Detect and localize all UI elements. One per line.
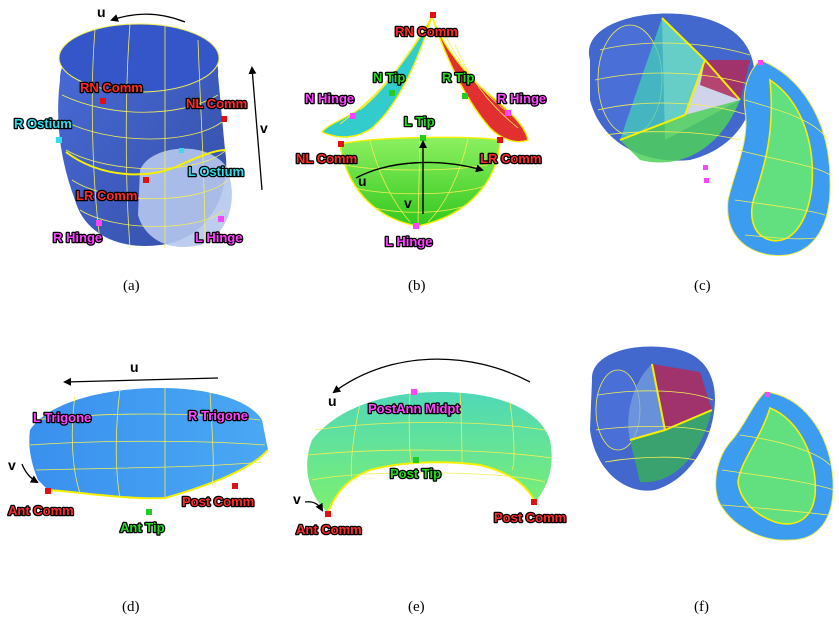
n-hinge-marker bbox=[350, 113, 356, 119]
mitral-valve-view bbox=[703, 59, 831, 257]
r-hinge-marker bbox=[505, 110, 511, 116]
n-tip-marker bbox=[389, 90, 395, 96]
panel-c: (c) bbox=[588, 13, 831, 294]
post-comm-marker bbox=[232, 483, 238, 489]
v-axis-arrow bbox=[248, 66, 263, 191]
ant-tip-marker bbox=[146, 509, 152, 515]
aortic-valve-view bbox=[588, 13, 755, 163]
ant-comm-marker bbox=[325, 511, 331, 517]
v-axis-label: v bbox=[404, 195, 412, 211]
u-axis-arrow bbox=[332, 358, 531, 394]
u-axis-label: u bbox=[130, 359, 139, 375]
panel-a-caption: (a) bbox=[123, 278, 140, 294]
rn-comm-marker bbox=[430, 12, 436, 18]
panel-d: u v L Trigone R Trigone Ant Comm Post Co… bbox=[7, 359, 269, 615]
panel-b: u v RN Comm N Tip R Tip N Hinge R Hinge … bbox=[295, 12, 547, 294]
rn-comm-label: RN Comm bbox=[80, 80, 143, 95]
l-tip-marker bbox=[420, 135, 426, 141]
lr-comm-marker bbox=[143, 177, 149, 183]
panel-b-caption: (b) bbox=[408, 278, 426, 294]
v-axis-arrow bbox=[304, 501, 323, 512]
r-hinge-label: R Hinge bbox=[497, 91, 546, 106]
l-tip-label: L Tip bbox=[404, 114, 435, 129]
lr-comm-label: LR Comm bbox=[76, 188, 137, 203]
l-trigone-label: L Trigone bbox=[33, 410, 91, 425]
post-comm-marker bbox=[531, 499, 537, 505]
panel-a: u v RN Comm NL Comm R Ostium L Ostium LR… bbox=[13, 4, 268, 294]
r-leaflet bbox=[431, 15, 529, 143]
r-ostium-label: R Ostium bbox=[14, 116, 72, 131]
rn-comm-label: RN Comm bbox=[395, 24, 458, 39]
r-tip-label: R Tip bbox=[442, 70, 474, 85]
lr-comm-marker bbox=[497, 137, 503, 143]
v-axis-arrow bbox=[21, 463, 39, 483]
l-leaflet bbox=[339, 136, 501, 227]
ant-tip-label: Ant Tip bbox=[120, 520, 165, 535]
aortic-valve-view bbox=[590, 346, 715, 491]
l-hinge-label: L Hinge bbox=[195, 230, 242, 245]
nl-comm-label: NL Comm bbox=[186, 96, 247, 111]
post-comm-label: Post Comm bbox=[494, 510, 566, 525]
nl-comm-marker bbox=[338, 141, 344, 147]
l-hinge-marker bbox=[218, 216, 224, 222]
l-ostium-label: L Ostium bbox=[188, 164, 244, 179]
r-hinge-marker bbox=[96, 220, 102, 226]
l-hinge-marker bbox=[413, 223, 419, 229]
n-hinge-label: N Hinge bbox=[305, 91, 354, 106]
ant-comm-label: Ant Comm bbox=[8, 503, 74, 518]
v-axis-label: v bbox=[8, 457, 16, 473]
panel-e: u v PostAnn Midpt Post Tip Ant Comm Post… bbox=[293, 358, 568, 615]
r-trigone-label: R Trigone bbox=[188, 408, 248, 423]
r-ostium-marker bbox=[56, 137, 62, 143]
panel-f-caption: (f) bbox=[694, 599, 709, 615]
u-axis-label: u bbox=[97, 4, 106, 20]
u-axis-label: u bbox=[358, 173, 367, 189]
lr-comm-label: LR Comm bbox=[480, 151, 541, 166]
panel-f: (f) bbox=[590, 346, 835, 615]
u-axis-label: u bbox=[328, 393, 337, 409]
u-axis-arrow bbox=[355, 161, 484, 179]
mitral-valve-view bbox=[715, 391, 835, 541]
u-axis-arrow bbox=[110, 13, 186, 23]
l-ostium-marker bbox=[179, 148, 184, 153]
nl-comm-marker bbox=[221, 116, 227, 122]
post-tip-label: Post Tip bbox=[390, 466, 441, 481]
panel-d-caption: (d) bbox=[122, 599, 140, 615]
u-axis-arrow bbox=[63, 377, 219, 386]
postann-midpt-label: PostAnn Midpt bbox=[368, 401, 460, 416]
v-axis-label: v bbox=[260, 120, 268, 136]
v-axis-label: v bbox=[293, 491, 301, 507]
r-tip-marker bbox=[462, 93, 468, 99]
l-hinge-label: L Hinge bbox=[385, 234, 432, 249]
post-tip-marker bbox=[413, 457, 419, 463]
ant-comm-label: Ant Comm bbox=[296, 522, 362, 537]
n-tip-label: N Tip bbox=[373, 70, 405, 85]
nl-comm-label: NL Comm bbox=[296, 151, 357, 166]
r-hinge-label: R Hinge bbox=[53, 230, 102, 245]
ant-comm-marker bbox=[45, 488, 51, 494]
aortic-root-surface bbox=[58, 23, 232, 249]
panel-c-caption: (c) bbox=[694, 278, 711, 294]
postann-midpt-marker bbox=[411, 389, 417, 395]
post-comm-label: Post Comm bbox=[182, 494, 254, 509]
panel-e-caption: (e) bbox=[408, 599, 425, 615]
rn-comm-marker bbox=[100, 98, 106, 104]
posterior-leaflet bbox=[307, 392, 552, 512]
